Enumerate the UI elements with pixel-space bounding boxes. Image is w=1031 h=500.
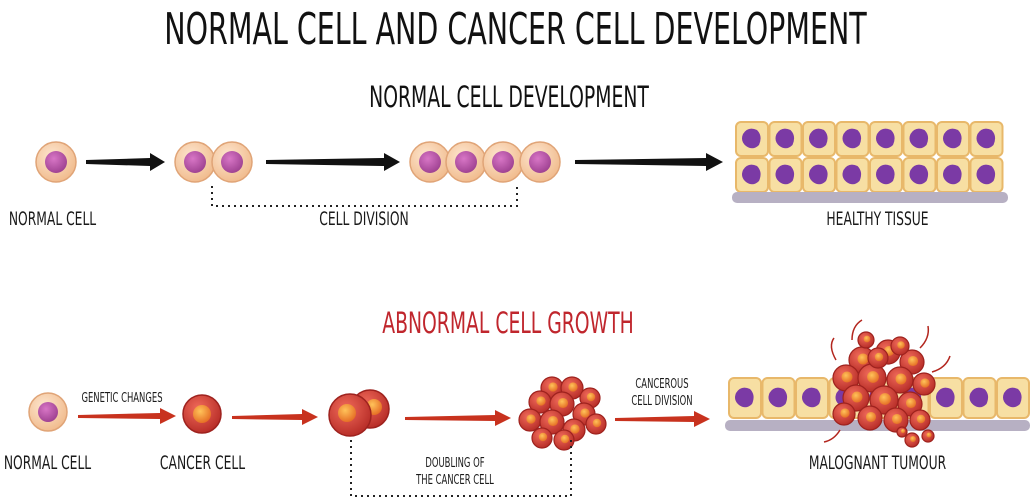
label-healthy-tissue: HEALTHY TISSUE [826,208,929,230]
red-arrow-icon [78,408,176,424]
abnormal-section-heading: ABNORMAL CELL GROWTH [382,306,634,340]
dividing-cells-two-icon [174,141,253,183]
normal-cell-icon [28,392,68,432]
page-title: NORMAL CELL AND CANCER CELL DEVELOPMENT [164,4,867,55]
label-doubling-line1: DOUBLING OF [425,456,485,471]
normal-cell-icon [35,141,77,183]
normal-development-row [35,121,1008,207]
arrow-icon [575,153,723,171]
label-doubling-line2: THE CANCER CELL [416,473,494,488]
red-arrow-icon [405,410,511,426]
label-genetic-changes: GENETIC CHANGES [81,391,163,406]
label-cancer-cell: CANCER CELL [159,452,246,474]
label-normal-cell-bottom: NORMAL CELL [3,452,92,474]
cancer-cell-cluster-icon [518,376,607,451]
label-cancerous-line1: CANCEROUS [635,377,689,392]
healthy-tissue-icon [732,121,1008,203]
red-arrow-icon [615,411,710,427]
label-cancerous-line2: CELL DIVISION [631,394,693,409]
label-cell-division: CELL DIVISION [319,208,409,230]
abnormal-growth-row [28,319,1030,497]
label-malignant-tumour: MALOGNANT TUMOUR [808,452,947,474]
cell-division-bracket [211,186,518,207]
arrow-icon [266,153,400,171]
red-arrow-icon [232,409,318,425]
label-normal-cell-top: NORMAL CELL [8,208,97,230]
arrow-icon [86,153,165,171]
doubled-cancer-cells-icon [328,389,390,437]
dividing-cells-four-icon [409,141,561,183]
cancer-cell-icon [182,394,222,434]
malignant-tumour-icon [725,319,1030,448]
normal-section-heading: NORMAL CELL DEVELOPMENT [369,80,649,114]
